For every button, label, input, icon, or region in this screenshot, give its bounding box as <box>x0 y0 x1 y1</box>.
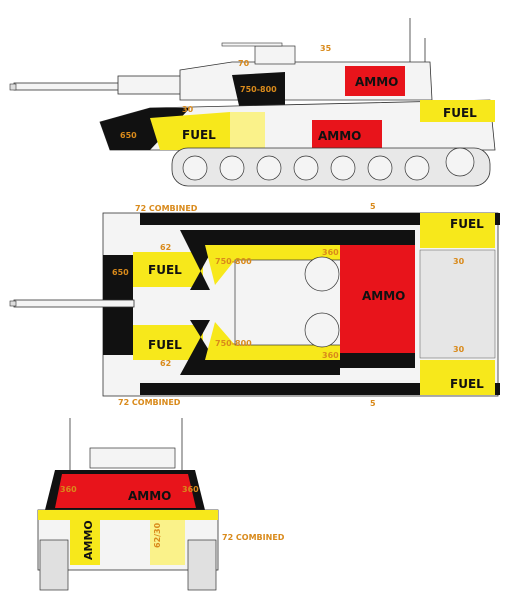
top-armor-turret-front-bottom: 750-800 <box>215 339 252 348</box>
side-turret-ammo-label: AMMO <box>355 75 398 89</box>
commander-hatch <box>304 256 340 292</box>
turret-ammo-zone <box>345 66 405 96</box>
top-main-gun <box>13 299 135 308</box>
gun-mantlet <box>117 75 189 95</box>
turret-front-fuel-bottom <box>205 322 340 360</box>
front-ammo-label: AMMO <box>128 489 171 503</box>
top-armor-turret-side-top: 360 <box>322 248 339 257</box>
side-armor-roof: 35 <box>320 44 332 53</box>
front-armor-left: 360 <box>60 485 77 494</box>
top-fuel-rear-bottom-label: FUEL <box>450 377 484 391</box>
hull-front-fuel-zone <box>150 112 230 150</box>
front-armor-right: 360 <box>182 485 199 494</box>
turret-chevron-black-bottom <box>180 320 340 375</box>
top-fuel-rear-top-label: FUEL <box>450 217 484 231</box>
turret-front-armor-black <box>232 72 285 110</box>
top-armor-bottom-edge: 5 <box>370 399 376 408</box>
top-fuel-front-bottom-label: FUEL <box>148 338 182 352</box>
top-armor-turret-side-bottom: 360 <box>322 351 339 360</box>
side-armor-turret-front: 750-800 <box>240 85 277 94</box>
top-view: FUEL FUEL FUEL FUEL AMMO 750-800 750-800… <box>9 202 500 408</box>
top-combined-top: 72 COMBINED <box>135 204 198 213</box>
top-rear-fuel-top <box>420 213 495 248</box>
top-ammo-label: AMMO <box>362 289 405 303</box>
top-side-black-bottom <box>140 383 500 395</box>
hull-rear-fuel-zone <box>420 100 495 122</box>
road-wheels <box>182 147 475 181</box>
top-armor-turret-front-top: 750-800 <box>215 257 252 266</box>
top-armor-top-edge: 5 <box>370 202 376 211</box>
front-fuel-right <box>150 520 185 565</box>
top-rear-fuel-bottom <box>420 360 495 395</box>
top-front-fuel-bottom <box>133 325 203 360</box>
bustle-black-top <box>340 230 415 245</box>
top-muzzle <box>9 300 17 307</box>
side-rear-fuel-label: FUEL <box>443 106 477 120</box>
front-track-left <box>39 539 69 591</box>
front-hull-yellow-band <box>38 510 218 520</box>
main-gun <box>13 82 125 91</box>
front-fuel-left <box>70 520 100 565</box>
top-armor-side-bottom: 62 <box>160 359 171 368</box>
turret-front-fuel-top <box>205 245 340 285</box>
front-armor-lower: 62/30 <box>153 522 162 548</box>
loader-hatch <box>304 312 340 348</box>
front-combined: 72 COMBINED <box>222 533 285 542</box>
front-turret-ammo <box>55 474 196 508</box>
hull-ammo-zone <box>312 120 382 150</box>
hull-front-fuel-light <box>230 112 265 150</box>
side-view: FUEL FUEL AMMO AMMO 750-800 650 70 30 35 <box>9 18 496 187</box>
muzzle <box>9 83 17 91</box>
top-armor-rear-top: 30 <box>453 257 465 266</box>
top-side-black-top <box>140 213 500 225</box>
side-armor-side: 30 <box>182 105 194 114</box>
top-combined-bottom: 72 COMBINED <box>118 398 181 407</box>
front-view: AMMO AMMO 360 360 62/30 72 COMBINED <box>37 418 285 591</box>
top-armor-hull-front: 650 <box>112 268 129 277</box>
top-armor-side-top: 62 <box>160 243 171 252</box>
engine-deck <box>419 249 496 359</box>
front-track-right <box>187 539 217 591</box>
front-fuel-left-label: AMMO <box>82 520 95 560</box>
bustle-black-bottom <box>340 353 415 368</box>
side-armor-top: 70 <box>238 59 250 68</box>
top-fuel-front-top-label: FUEL <box>148 263 182 277</box>
top-ammo-zone <box>340 245 415 353</box>
front-cupola <box>89 447 176 469</box>
top-armor-rear-bottom: 30 <box>453 345 465 354</box>
side-armor-hull-front: 650 <box>120 131 137 140</box>
commander-cupola <box>254 45 296 65</box>
roof-mg <box>221 42 283 47</box>
side-fuel-label: FUEL <box>182 128 216 142</box>
top-front-fuel-top <box>133 252 203 287</box>
side-hull-ammo-label: AMMO <box>318 129 361 143</box>
